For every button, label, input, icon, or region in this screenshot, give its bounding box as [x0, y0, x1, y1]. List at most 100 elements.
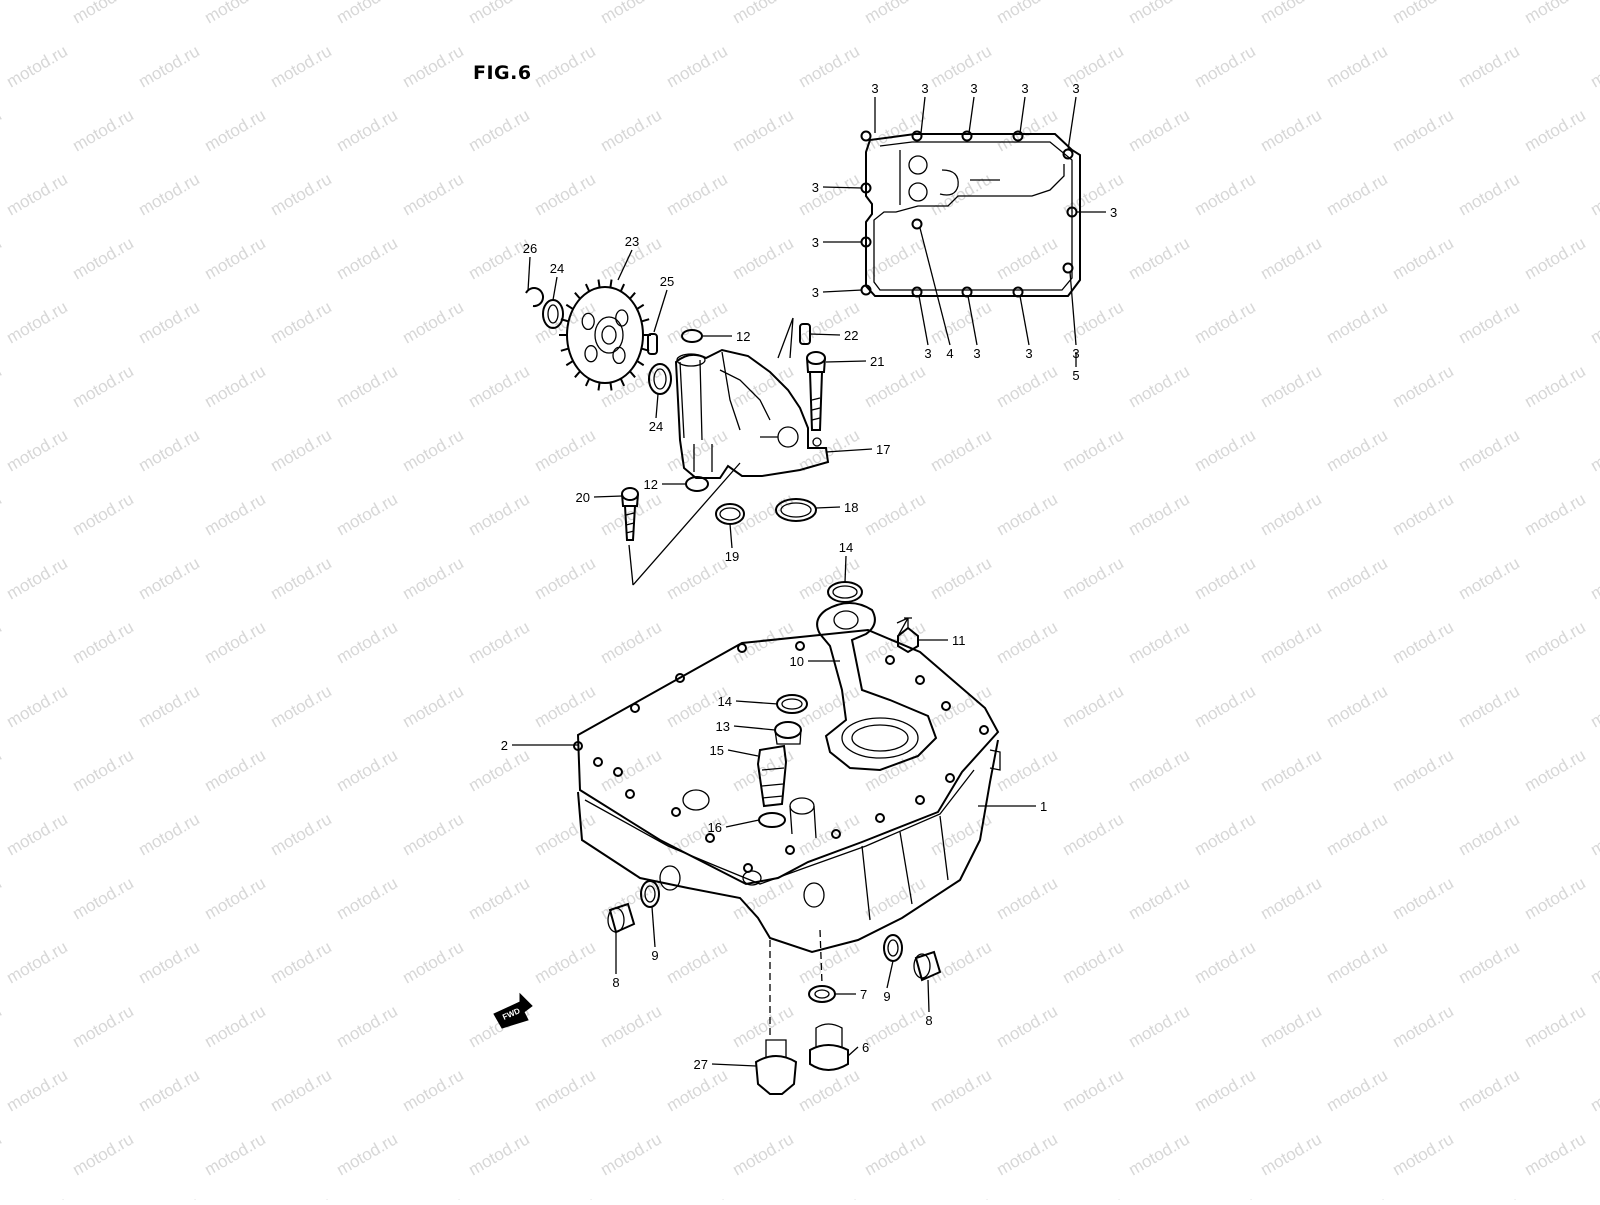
watermark-text: motod.ru [1191, 809, 1259, 859]
watermark-text: motod.ru [663, 553, 731, 603]
watermark-text: motod.ru [531, 1193, 599, 1200]
watermark-text: motod.ru [201, 0, 269, 27]
watermark-text: motod.ru [1521, 745, 1589, 795]
watermark-text: motod.ru [333, 1129, 401, 1179]
watermark-text: motod.ru [663, 425, 731, 475]
watermark-text: motod.ru [1455, 169, 1523, 219]
part-label-25: 25 [660, 274, 674, 289]
watermark-text: motod.ru [1125, 745, 1193, 795]
watermark-text: motod.ru [3, 553, 71, 603]
watermark-text: motod.ru [1059, 1065, 1127, 1115]
watermark-text: motod.ru [1125, 617, 1193, 667]
watermark-text: motod.ru [1455, 1065, 1523, 1115]
watermark-text: motod.ru [1521, 1129, 1589, 1179]
fwd-arrow-icon [493, 992, 533, 1029]
watermark-text: motod.ru [861, 105, 929, 155]
watermark-text: motod.ru [927, 1193, 995, 1200]
watermark-text: motod.ru [135, 425, 203, 475]
leader-line [1019, 295, 1030, 346]
part-label-16: 16 [708, 820, 722, 835]
watermark-text: motod.ru [399, 425, 467, 475]
watermark-text: motod.ru [1455, 1193, 1523, 1200]
watermark-text: motod.ru [201, 745, 269, 795]
part-label-8: 8 [612, 975, 619, 990]
watermark-text: motod.ru [1389, 745, 1457, 795]
part-label-11: 11 [952, 633, 966, 648]
watermark-text: motod.ru [597, 1129, 665, 1179]
watermark-text: motod.ru [1125, 361, 1193, 411]
watermark-text: motod.ru [1125, 873, 1193, 923]
watermark-text: motod.ru [1323, 297, 1391, 347]
watermark-text: motod.ru [0, 233, 5, 283]
leader-line [809, 333, 841, 336]
leader-line [825, 448, 873, 453]
watermark-text: motod.ru [1191, 1193, 1259, 1200]
watermark-text: motod.ru [1191, 681, 1259, 731]
watermark-text: motod.ru [663, 297, 731, 347]
part-label-9: 9 [651, 948, 658, 963]
watermark-text: motod.ru [1257, 873, 1325, 923]
watermark-text: motod.ru [993, 233, 1061, 283]
part-label-18: 18 [844, 500, 858, 515]
watermark-text: motod.ru [1455, 41, 1523, 91]
watermark-text: motod.ru [1587, 297, 1600, 347]
watermark-text: motod.ru [1587, 1065, 1600, 1115]
part-label-1: 1 [1040, 799, 1047, 814]
watermark-text: motod.ru [1587, 41, 1600, 91]
watermark-text: motod.ru [0, 745, 5, 795]
part-label-21: 21 [870, 354, 884, 369]
watermark-text: motod.ru [1521, 0, 1589, 27]
leader-line [967, 295, 978, 346]
watermark-text: motod.ru [0, 873, 5, 923]
watermark-text: motod.ru [465, 873, 533, 923]
watermark-text: motod.ru [1323, 41, 1391, 91]
watermark-text: motod.ru [201, 489, 269, 539]
leader-line [1019, 96, 1026, 134]
watermark-text: motod.ru [795, 1193, 863, 1200]
watermark-text: motod.ru [0, 617, 5, 667]
watermark-text: motod.ru [531, 425, 599, 475]
watermark-text: motod.ru [135, 41, 203, 91]
watermark-text: motod.ru [201, 1129, 269, 1179]
watermark-text: motod.ru [729, 233, 797, 283]
part-label-24: 24 [550, 261, 564, 276]
watermark-text: motod.ru [1587, 1193, 1600, 1200]
leader-line [918, 295, 929, 346]
watermark-text: motod.ru [135, 937, 203, 987]
part-label-3: 3 [1072, 81, 1079, 96]
watermark-text: motod.ru [69, 617, 137, 667]
part-label-5: 5 [1072, 368, 1079, 383]
watermark-text: motod.ru [1191, 937, 1259, 987]
watermark-text: motod.ru [135, 169, 203, 219]
leader-line [886, 960, 894, 989]
watermark-text: motod.ru [3, 1193, 71, 1200]
watermark-text: motod.ru [333, 489, 401, 539]
part-label-2: 2 [501, 738, 508, 753]
watermark-text: motod.ru [3, 681, 71, 731]
watermark-text: motod.ru [1323, 1193, 1391, 1200]
watermark-text: motod.ru [135, 1065, 203, 1115]
watermark-text: motod.ru [927, 1065, 995, 1115]
leader-line [651, 906, 656, 948]
part-label-24: 24 [649, 419, 663, 434]
watermark-text: motod.ru [333, 1001, 401, 1051]
watermark-text: motod.ru [0, 1129, 5, 1179]
watermark-text: motod.ru [861, 489, 929, 539]
part-label-3: 3 [812, 235, 819, 250]
watermark-text: motod.ru [3, 425, 71, 475]
watermark-text: motod.ru [663, 41, 731, 91]
watermark-text: motod.ru [465, 105, 533, 155]
watermark-text: motod.ru [927, 169, 995, 219]
watermark-text: motod.ru [1191, 1065, 1259, 1115]
watermark-text: motod.ru [1059, 297, 1127, 347]
part-label-3: 3 [812, 180, 819, 195]
watermark-text: motod.ru [795, 809, 863, 859]
leader-line [844, 555, 847, 583]
watermark-text: motod.ru [1059, 553, 1127, 603]
part-label-3: 3 [973, 346, 980, 361]
watermark-text: motod.ru [1257, 1129, 1325, 1179]
part-label-14: 14 [718, 694, 732, 709]
oil-pump-drawing [525, 279, 830, 586]
watermark-text: motod.ru [1191, 553, 1259, 603]
watermark-text: motod.ru [0, 0, 5, 27]
